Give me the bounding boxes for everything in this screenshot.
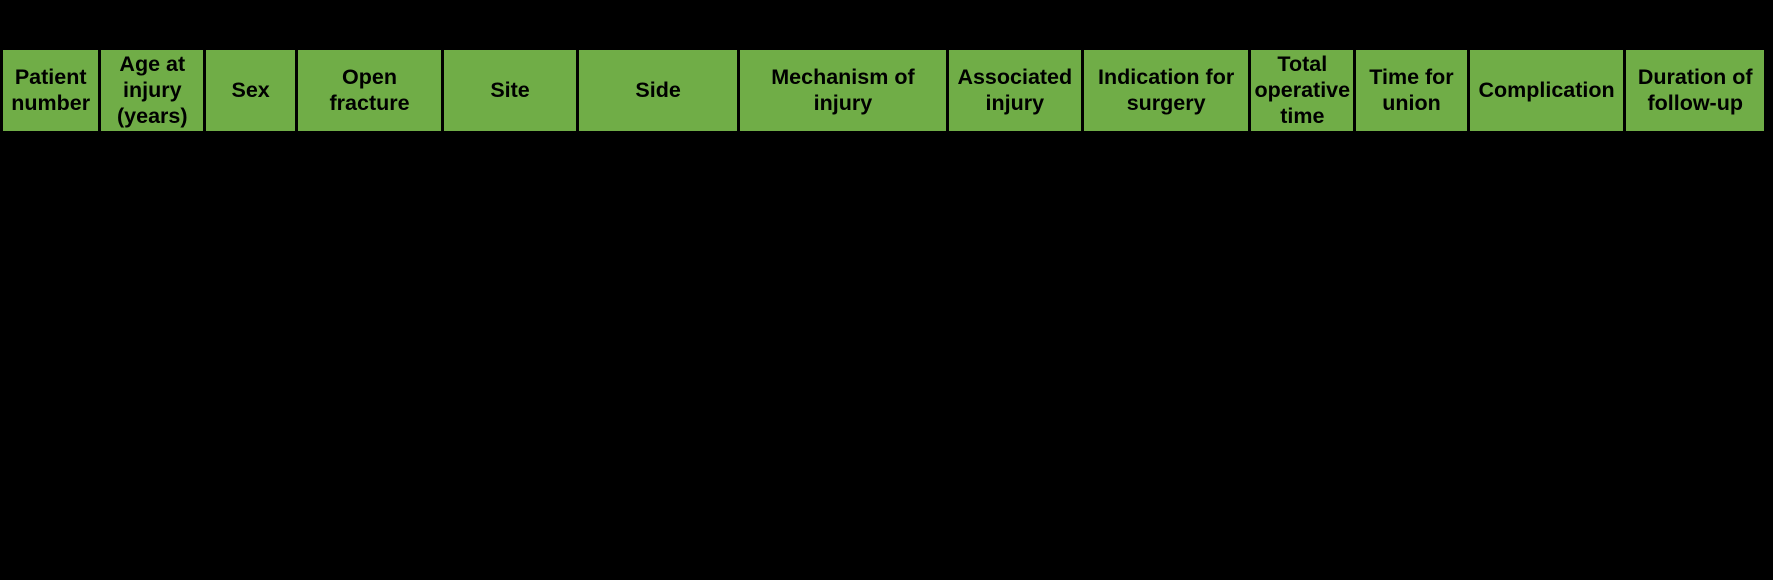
column-header-complication[interactable]: Complication: [1466, 46, 1627, 135]
column-header-age-at-injury[interactable]: Age at injury (years): [98, 46, 207, 135]
column-header-mechanism-of-injury[interactable]: Mechanism of injury: [737, 46, 949, 135]
table-empty-body-area: [0, 138, 1773, 580]
table-container: Patient number Age at injury (years) Sex…: [0, 46, 1767, 138]
column-header-time-for-union[interactable]: Time for union: [1353, 46, 1470, 135]
column-header-side[interactable]: Side: [576, 46, 741, 135]
table-header-row: Patient number Age at injury (years) Sex…: [0, 46, 1767, 135]
column-header-patient-number[interactable]: Patient number: [0, 46, 102, 135]
column-header-sex[interactable]: Sex: [203, 46, 299, 135]
column-header-open-fracture[interactable]: Open fracture: [295, 46, 444, 135]
column-header-site[interactable]: Site: [440, 46, 580, 135]
table-header: Patient number Age at injury (years) Sex…: [0, 46, 1767, 135]
column-header-duration-of-follow-up[interactable]: Duration of follow-up: [1623, 46, 1767, 135]
column-header-total-operative-time[interactable]: Total operative time: [1248, 46, 1357, 135]
column-header-associated-injury[interactable]: Associated injury: [945, 46, 1084, 135]
column-header-indication-for-surgery[interactable]: Indication for surgery: [1080, 46, 1252, 135]
table-body: [2, 133, 1766, 137]
data-table: Patient number Age at injury (years) Sex…: [0, 46, 1767, 138]
